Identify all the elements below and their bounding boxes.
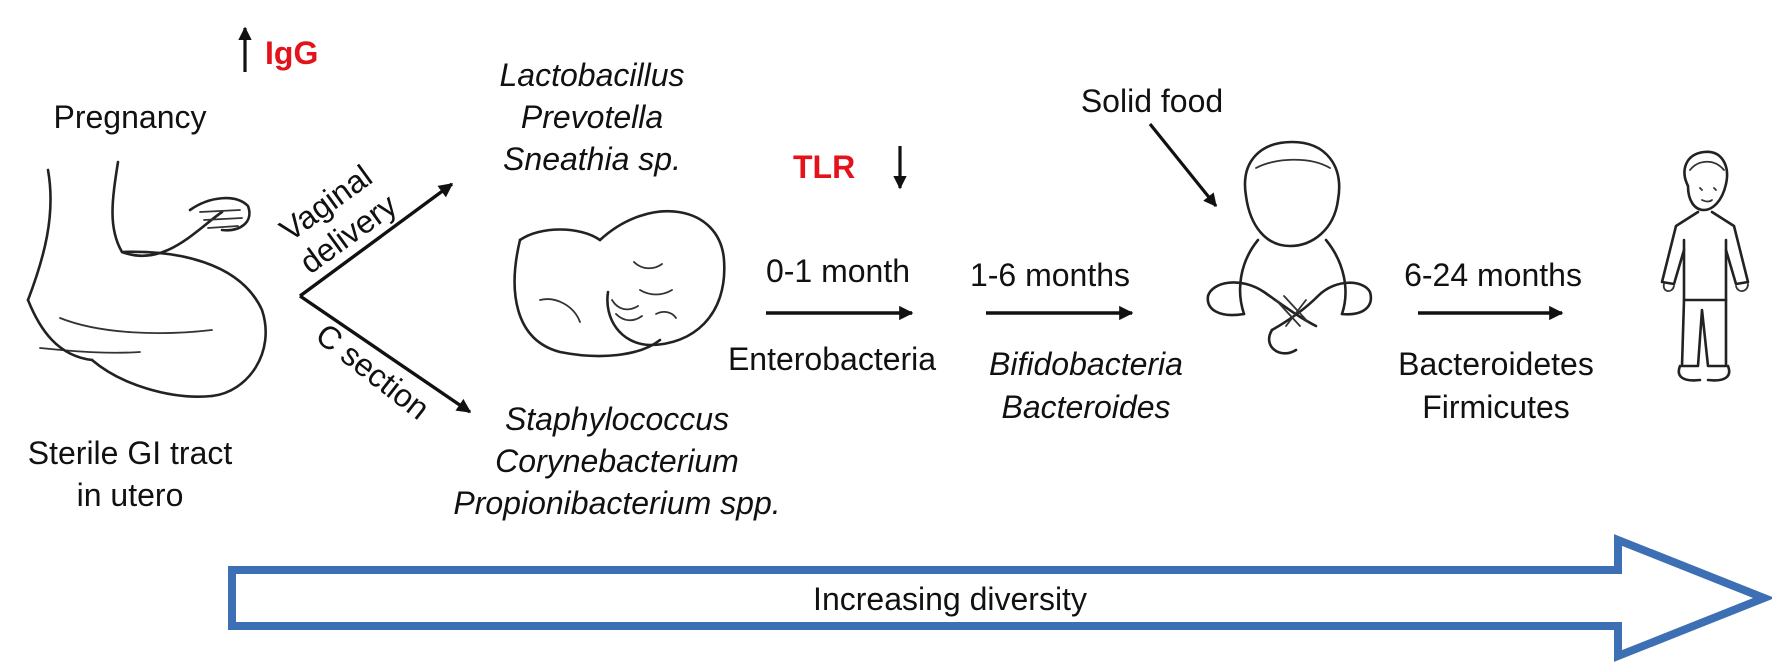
delivery-split-arrows bbox=[298, 182, 472, 414]
vaginal-delivery-label: Vaginal delivery bbox=[273, 158, 403, 281]
solid-food-arrow bbox=[1148, 122, 1218, 208]
pregnancy-label: Pregnancy bbox=[54, 99, 207, 135]
sterile-gi-line1: Sterile GI tract bbox=[28, 435, 233, 471]
stage-6-24-period: 6-24 months bbox=[1404, 257, 1582, 293]
csection-bacteria-2: Corynebacterium bbox=[495, 443, 739, 479]
newborn-sketch bbox=[513, 209, 726, 358]
toddler-sketch bbox=[1660, 150, 1750, 382]
stage-6-24-bacteria-2: Firmicutes bbox=[1422, 389, 1570, 425]
solid-food-label: Solid food bbox=[1081, 83, 1223, 119]
vaginal-bacteria-1: Lactobacillus bbox=[500, 57, 685, 93]
sterile-gi-line2: in utero bbox=[77, 477, 184, 513]
csection-bacteria-3: Propionibacterium spp. bbox=[453, 485, 780, 521]
stage-0-1-period: 0-1 month bbox=[766, 253, 910, 289]
increasing-diversity-label: Increasing diversity bbox=[813, 581, 1087, 617]
stage-1-6-bacteria-1: Bifidobacteria bbox=[989, 346, 1183, 382]
sitting-infant-sketch bbox=[1206, 140, 1373, 355]
c-section-label: C section bbox=[309, 316, 436, 426]
vaginal-bacteria-3: Sneathia sp. bbox=[503, 141, 681, 177]
stage-1-6-period: 1-6 months bbox=[970, 257, 1130, 293]
tlr-indicator: TLR bbox=[793, 146, 907, 190]
igg-indicator: IgG bbox=[238, 26, 318, 72]
stage-0-1-bacteria-1: Enterobacteria bbox=[728, 341, 936, 377]
igg-label: IgG bbox=[265, 35, 318, 71]
vaginal-delivery-arrow bbox=[298, 182, 454, 298]
vaginal-bacteria-2: Prevotella bbox=[521, 99, 663, 135]
c-section-arrow bbox=[299, 294, 472, 414]
increasing-diversity-arrow bbox=[228, 534, 1772, 662]
stage-1-6-bacteria-2: Bacteroides bbox=[1002, 389, 1171, 425]
csection-bacteria-1: Staphylococcus bbox=[505, 401, 729, 437]
pregnant-woman-sketch bbox=[26, 160, 267, 398]
tlr-label: TLR bbox=[793, 149, 855, 185]
stage-6-24-bacteria-1: Bacteroidetes bbox=[1398, 346, 1594, 382]
